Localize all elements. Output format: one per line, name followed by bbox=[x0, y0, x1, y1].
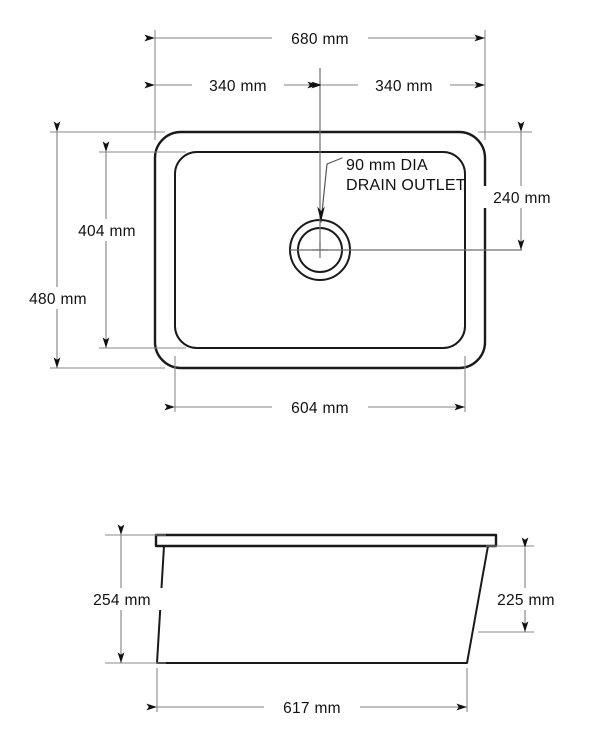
dim-label-drain-offset: 240 mm bbox=[493, 190, 551, 207]
dim-inner-depth-404: 404 mm bbox=[63, 141, 151, 348]
dim-label-half-width-left: 340 mm bbox=[209, 78, 267, 95]
dim-label-overall-width: 680 mm bbox=[291, 31, 349, 48]
dim-label-bowl-depth: 225 mm bbox=[497, 592, 555, 609]
drain-note-leader-arrow bbox=[317, 206, 325, 222]
front-view-geometry bbox=[154, 533, 498, 664]
dim-label-half-width-right: 340 mm bbox=[375, 78, 433, 95]
dim-half-width-left-340: 340 mm bbox=[144, 74, 318, 96]
dim-half-width-right-340: 340 mm bbox=[311, 74, 485, 96]
drain-note-line-1: 90 mm DIA bbox=[346, 157, 428, 174]
dim-label-overall-depth: 480 mm bbox=[29, 291, 87, 308]
drain-note-line-2: DRAIN OUTLET bbox=[346, 177, 466, 194]
dim-label-overall-height: 254 mm bbox=[93, 592, 151, 609]
dim-overall-depth-480: 480 mm bbox=[14, 121, 102, 368]
dim-bottom-width-617: 617 mm bbox=[146, 696, 467, 718]
dim-label-inner-depth: 404 mm bbox=[78, 223, 136, 240]
sink-bowl-body bbox=[156, 545, 489, 664]
front-view-extension-lines bbox=[105, 534, 534, 712]
dim-drain-offset-240: 240 mm bbox=[478, 121, 566, 250]
dim-label-inner-width: 604 mm bbox=[291, 400, 349, 417]
top-view-centerlines bbox=[290, 68, 522, 251]
dim-overall-width-680: 680 mm bbox=[144, 27, 485, 49]
dim-overall-height-254: 254 mm bbox=[78, 524, 166, 663]
sink-rim-flange bbox=[154, 533, 498, 548]
drain-note-leader-line bbox=[320, 157, 343, 223]
dim-label-bottom-width: 617 mm bbox=[283, 700, 341, 717]
dim-inner-width-604: 604 mm bbox=[164, 396, 465, 418]
dim-bowl-depth-225: 225 mm bbox=[482, 537, 570, 632]
drain-outlet-note: 90 mm DIA DRAIN OUTLET bbox=[317, 157, 466, 223]
